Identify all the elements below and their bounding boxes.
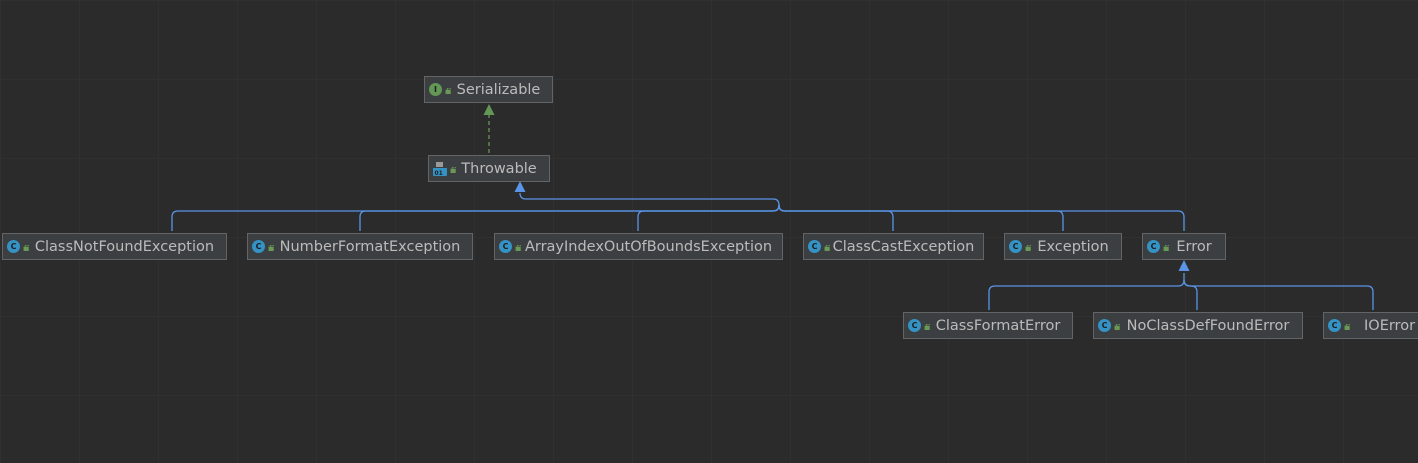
edge-classnotfound-extends-throwable (171, 204, 780, 231)
edge-ioerror-extends-error (1183, 279, 1374, 310)
node-ioerror[interactable]: C IOError (1323, 312, 1418, 339)
public-access-icon (1025, 244, 1032, 251)
public-access-icon (1344, 323, 1351, 330)
class-icon: C (1009, 240, 1022, 253)
arrowhead-error (1178, 260, 1190, 271)
class-icon: C (908, 319, 921, 332)
public-access-icon (1114, 323, 1121, 330)
node-label: Throwable (461, 160, 537, 177)
public-access-icon (268, 244, 275, 251)
node-classformaterror[interactable]: C ClassFormatError (903, 312, 1073, 339)
edge-group-extends-error (988, 273, 1374, 310)
node-numberformatexception[interactable]: C NumberFormatException (247, 233, 473, 260)
edge-classformaterror-extends-error (988, 279, 1185, 310)
public-access-icon (1163, 244, 1170, 251)
edge-error-extends-throwable (778, 204, 1185, 231)
node-classnotfoundexception[interactable]: C ClassNotFoundException (2, 233, 227, 260)
interface-icon: I (429, 83, 442, 96)
public-access-icon (924, 323, 931, 330)
node-noclassdeffounderror[interactable]: C NoClassDefFoundError (1093, 312, 1303, 339)
edge-throwable-implements-serializable (483, 104, 495, 153)
node-label: ClassFormatError (935, 317, 1061, 334)
node-throwable[interactable]: 01 Throwable (428, 155, 550, 182)
class-icon: C (1098, 319, 1111, 332)
node-label: ClassCastException (832, 238, 975, 255)
public-access-icon (515, 244, 522, 251)
edge-classcast-extends-throwable (778, 204, 894, 231)
node-arrayindexoutofboundsexception[interactable]: C ArrayIndexOutOfBoundsException (494, 233, 783, 260)
node-classcastexception[interactable]: C ClassCastException (803, 233, 984, 260)
public-access-icon (445, 87, 452, 94)
public-access-icon (824, 244, 831, 251)
node-exception[interactable]: C Exception (1004, 233, 1122, 260)
arrowhead-throwable (514, 181, 526, 192)
edge-exception-extends-throwable (778, 204, 1064, 231)
node-label: IOError (1364, 317, 1416, 334)
node-label: Exception (1037, 238, 1109, 255)
public-access-icon (450, 167, 457, 173)
node-label: Serializable (456, 81, 541, 98)
class-icon: C (808, 240, 821, 253)
public-access-icon (23, 244, 30, 251)
node-label: Error (1176, 238, 1212, 255)
edge-arrayindex-extends-throwable (637, 204, 780, 231)
class-icon: C (252, 240, 265, 253)
node-label: ClassNotFoundException (34, 238, 215, 255)
node-serializable[interactable]: I Serializable (424, 76, 553, 103)
edge-trunk-to-throwable (519, 192, 780, 206)
edge-numberformat-extends-throwable (359, 204, 780, 231)
svg-text:01: 01 (435, 170, 443, 176)
class-icon: C (499, 240, 512, 253)
node-label: ArrayIndexOutOfBoundsException (524, 238, 773, 255)
abstract-class-icon: 01 (433, 162, 447, 176)
node-label: NoClassDefFoundError (1126, 317, 1290, 334)
edge-group-extends-throwable (171, 192, 1185, 231)
node-label: NumberFormatException (279, 238, 461, 255)
class-icon: C (1147, 240, 1160, 253)
node-error[interactable]: C Error (1142, 233, 1226, 260)
class-icon: C (7, 240, 20, 253)
class-icon: C (1328, 319, 1341, 332)
